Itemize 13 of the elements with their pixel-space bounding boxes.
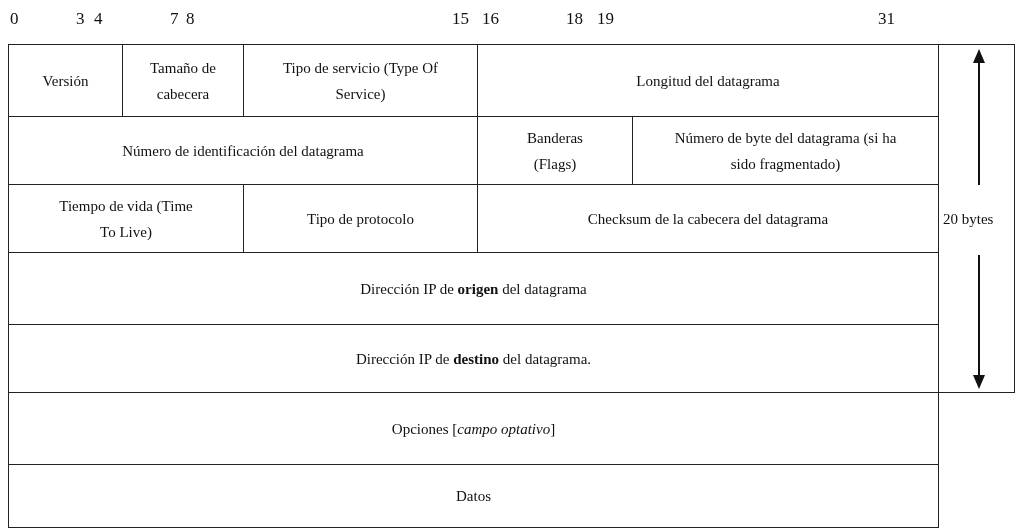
bit-number: 4 (94, 9, 103, 29)
bit-number: 31 (878, 9, 895, 29)
bit-number: 0 (10, 9, 19, 29)
header-field-cell: Opciones [campo optativo] (8, 392, 939, 465)
bit-number: 16 (482, 9, 499, 29)
header-field-cell: Datos (8, 464, 939, 528)
header-field-cell: Versión (8, 44, 123, 117)
bit-number: 7 (170, 9, 179, 29)
bit-number: 3 (76, 9, 85, 29)
bit-number: 8 (186, 9, 195, 29)
bit-number: 19 (597, 9, 614, 29)
bit-number: 15 (452, 9, 469, 29)
bit-number: 18 (566, 9, 583, 29)
